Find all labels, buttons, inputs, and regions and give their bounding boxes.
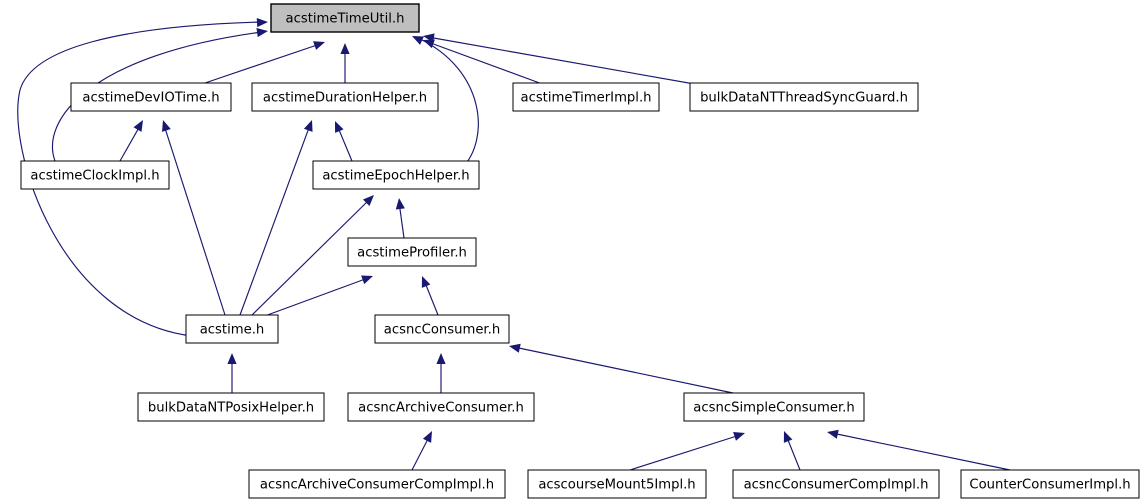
edge-arrowhead	[412, 36, 424, 45]
edge-arrowhead	[509, 343, 521, 353]
edge-arrowhead	[162, 120, 171, 132]
node-label: bulkDataNTThreadSyncGuard.h	[700, 91, 908, 106]
node-label: acstime.h	[200, 323, 265, 338]
node-box[interactable]	[374, 314, 510, 344]
graph-edge	[17, 21, 263, 337]
node-label: acsncConsumer.h	[384, 323, 500, 338]
graph-node-simplecons[interactable]: acsncSimpleConsumer.h	[683, 392, 865, 422]
graph-edge	[411, 434, 431, 471]
node-box[interactable]	[270, 3, 420, 33]
graph-node-archcons[interactable]: acsncArchiveConsumer.h	[347, 392, 535, 422]
edge-arrowhead	[133, 120, 143, 132]
edge-arrowhead	[421, 276, 431, 288]
graph-node-syncguard[interactable]: bulkDataNTThreadSyncGuard.h	[689, 82, 919, 112]
node-box[interactable]	[20, 160, 170, 190]
node-box[interactable]	[137, 392, 325, 422]
graph-node-devio[interactable]: acstimeDevIOTime.h	[70, 82, 232, 112]
graph-edge	[163, 124, 226, 316]
node-label: acstimeTimerImpl.h	[520, 91, 651, 106]
edge-arrowhead	[256, 27, 268, 38]
graph-edge	[629, 434, 741, 471]
node-box[interactable]	[683, 392, 865, 422]
edge-arrowhead	[361, 275, 373, 285]
edge-arrowhead	[395, 198, 405, 210]
graph-node-duration[interactable]: acstimeDurationHelper.h	[251, 82, 439, 112]
edge-arrowhead	[362, 195, 374, 207]
graph-node-mount5[interactable]: acscourseMount5Impl.h	[527, 469, 707, 499]
node-box[interactable]	[347, 392, 535, 422]
node-label: acsncSimpleConsumer.h	[693, 401, 854, 416]
node-label: acsncConsumerCompImpl.h	[744, 478, 929, 493]
graph-node-profiler[interactable]: acstimeProfiler.h	[347, 237, 477, 267]
edge-arrowhead	[423, 33, 435, 43]
edge-arrowhead	[335, 121, 344, 133]
graph-node-clockimpl[interactable]: acstimeClockImpl.h	[20, 160, 170, 190]
edge-arrowhead	[436, 353, 446, 364]
graph-node-acstime[interactable]: acstime.h	[185, 314, 279, 344]
node-box[interactable]	[689, 82, 919, 112]
node-box[interactable]	[248, 469, 506, 499]
node-label: CounterConsumerImpl.h	[969, 478, 1130, 493]
node-label: acstimeProfiler.h	[357, 246, 467, 261]
node-label: acstimeDurationHelper.h	[263, 91, 427, 106]
graph-node-timerimpl[interactable]: acstimeTimerImpl.h	[512, 82, 660, 112]
edge-arrowhead	[303, 120, 313, 132]
edge-arrowhead	[422, 431, 432, 443]
graph-edge	[417, 37, 479, 169]
node-label: acsncArchiveConsumer.h	[358, 401, 524, 416]
edge-arrowhead	[827, 429, 839, 439]
node-box[interactable]	[347, 237, 477, 267]
node-box[interactable]	[185, 314, 279, 344]
node-label: acstimeEpochHelper.h	[322, 169, 469, 184]
node-box[interactable]	[960, 469, 1140, 499]
graph-edge	[427, 41, 546, 86]
node-box[interactable]	[512, 82, 660, 112]
node-label: acscourseMount5Impl.h	[538, 478, 695, 493]
node-box[interactable]	[527, 469, 707, 499]
graph-node-archcomp[interactable]: acsncArchiveConsumerCompImpl.h	[248, 469, 506, 499]
graph-edge	[119, 123, 142, 162]
graph-node-counter[interactable]: CounterConsumerImpl.h	[960, 469, 1140, 499]
nodes-layer: acstimeTimeUtil.h acstimeDevIOTime.h acsti…	[20, 3, 1140, 499]
node-label: acsncArchiveConsumerCompImpl.h	[260, 478, 494, 493]
graph-node-acsnccons[interactable]: acsncConsumer.h	[374, 314, 510, 344]
edges-layer	[17, 17, 1011, 471]
graph-edge	[427, 36, 701, 86]
node-box[interactable]	[732, 469, 940, 499]
node-label: acstimeTimeUtil.h	[286, 12, 405, 27]
graph-edge	[261, 277, 369, 318]
graph-node-root[interactable]: acstimeTimeUtil.h	[270, 3, 420, 33]
node-box[interactable]	[70, 82, 232, 112]
graph-edge	[513, 346, 734, 394]
node-box[interactable]	[312, 160, 480, 190]
edge-arrowhead	[256, 17, 268, 28]
graph-node-epoch[interactable]: acstimeEpochHelper.h	[312, 160, 480, 190]
graph-node-posixhelper[interactable]: bulkDataNTPosixHelper.h	[137, 392, 325, 422]
node-label: bulkDataNTPosixHelper.h	[148, 401, 314, 416]
node-box[interactable]	[251, 82, 439, 112]
edge-arrowhead	[340, 43, 350, 54]
graph-edge	[831, 432, 1011, 471]
graph-edge	[204, 43, 321, 84]
edge-arrowhead	[733, 432, 745, 441]
graph-edge	[251, 198, 371, 316]
node-label: acstimeDevIOTime.h	[82, 91, 219, 106]
graph-node-conscomp[interactable]: acsncConsumerCompImpl.h	[732, 469, 940, 499]
edge-arrowhead	[313, 41, 325, 50]
edge-arrowhead	[227, 353, 237, 364]
edge-arrowhead	[783, 431, 793, 443]
graph-edge	[239, 124, 311, 316]
node-label: acstimeClockImpl.h	[30, 169, 159, 184]
